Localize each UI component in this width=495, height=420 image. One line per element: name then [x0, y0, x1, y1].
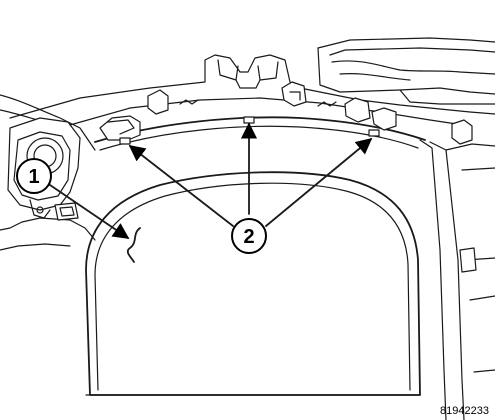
clip-center [243, 116, 255, 124]
clip-right [368, 129, 380, 137]
figure-id: 81942233 [440, 405, 489, 417]
callout-1-label: 1 [28, 166, 39, 188]
headliner-opening [85, 171, 421, 396]
wire [126, 227, 141, 263]
right-frame [317, 37, 495, 420]
callout-2-label: 2 [243, 226, 254, 248]
header-panel [9, 54, 495, 151]
callout-2: 2 [231, 218, 267, 254]
leader-2-left [128, 145, 234, 227]
leader-1 [49, 184, 130, 239]
leader-lines [49, 122, 373, 239]
clip-left [119, 137, 131, 145]
leader-2-right [265, 137, 373, 227]
callout-1: 1 [16, 158, 52, 194]
